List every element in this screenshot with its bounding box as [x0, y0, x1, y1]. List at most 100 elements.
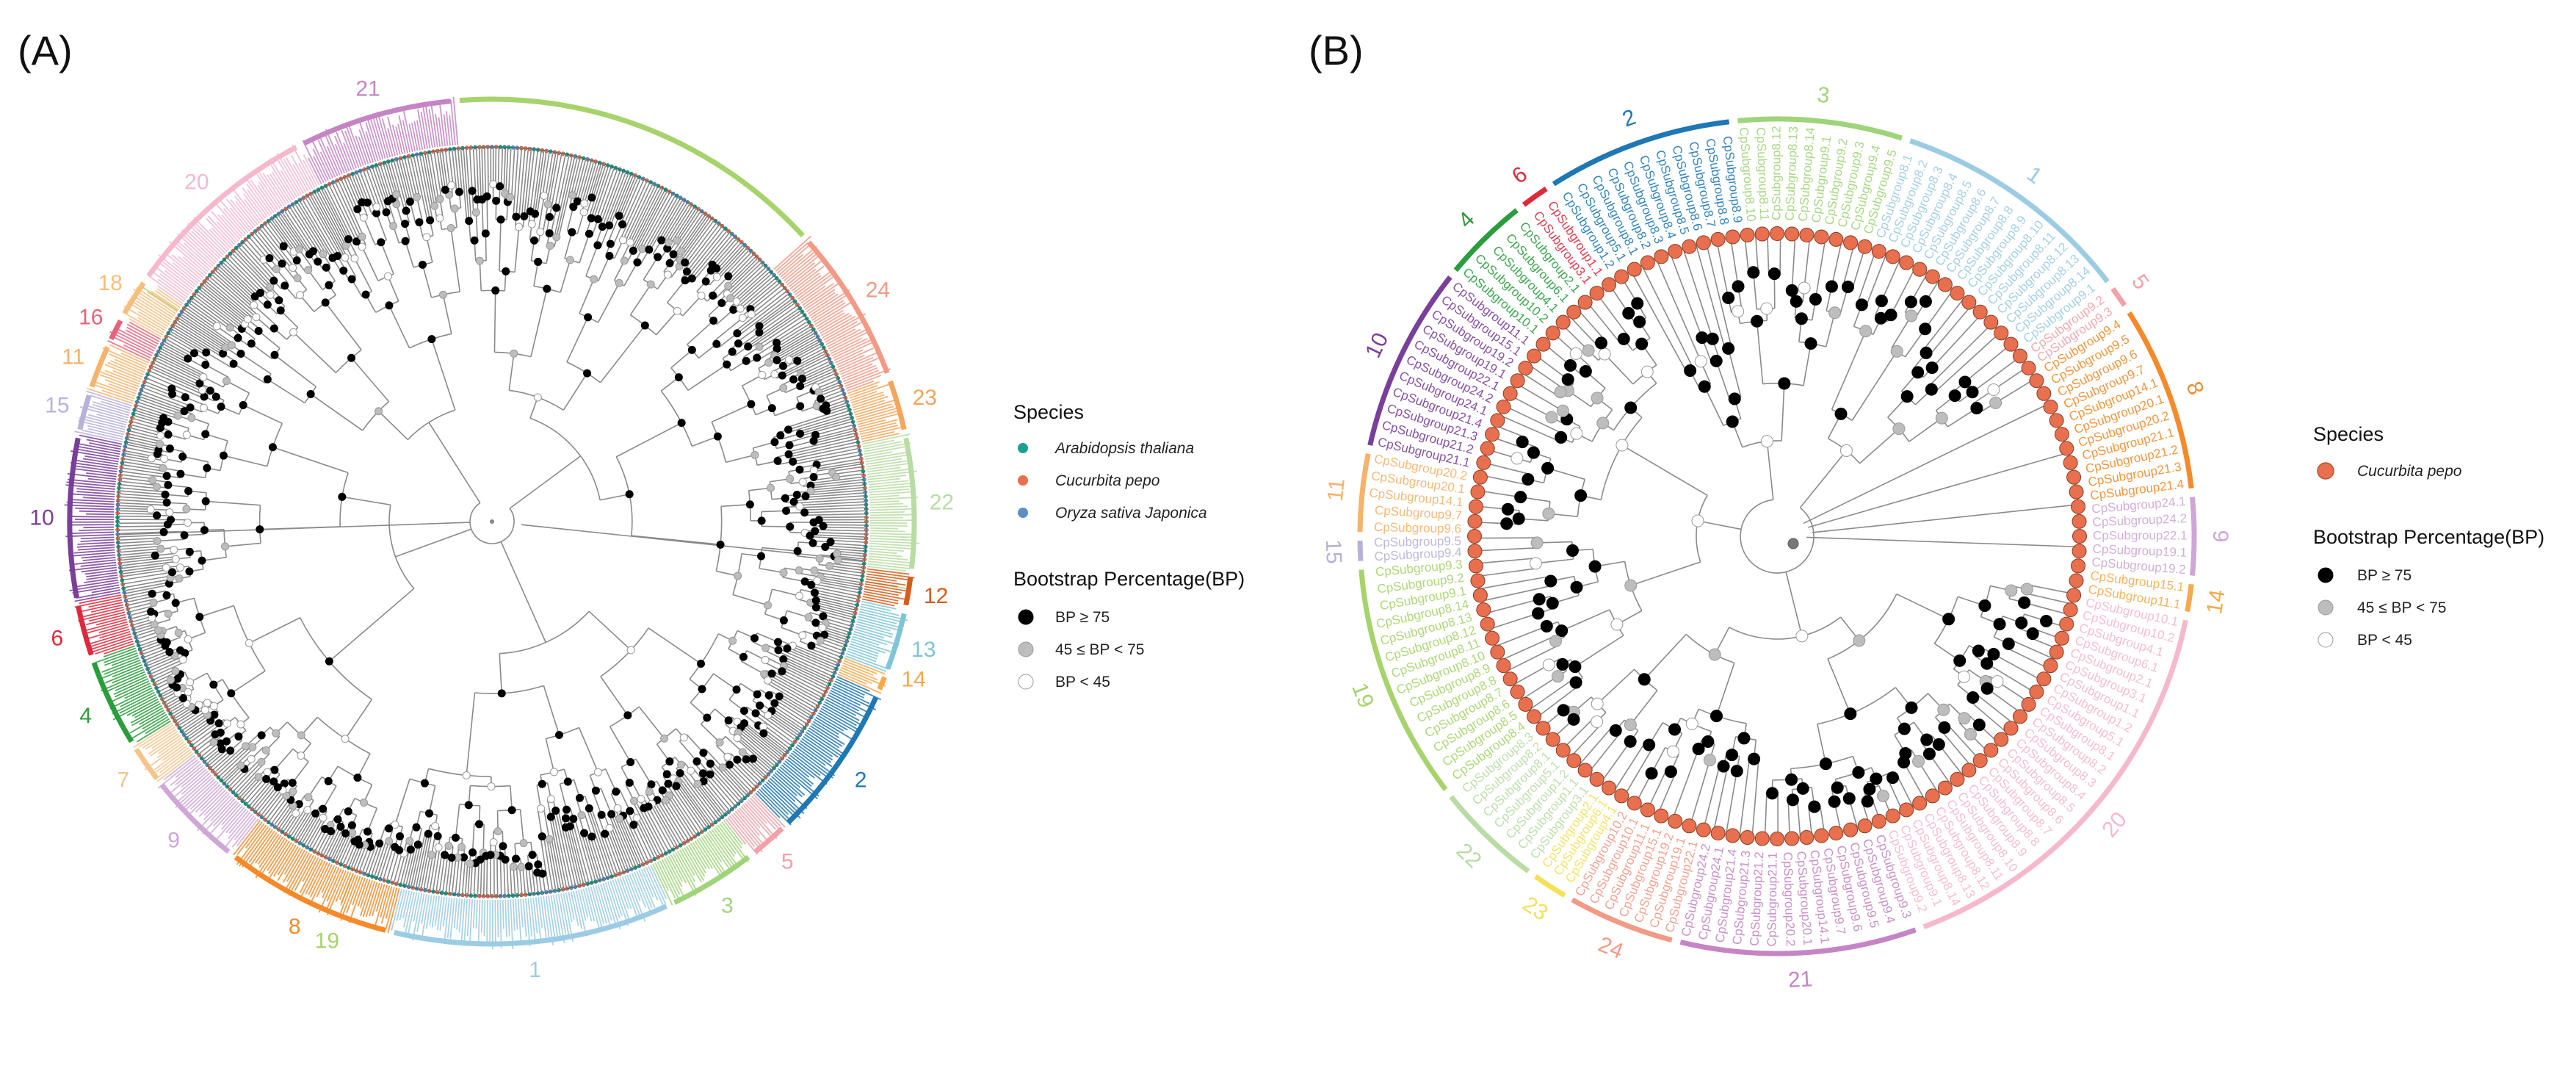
species-legend-title-b: Species — [2313, 423, 2384, 445]
group-number-14: 14 — [901, 668, 925, 692]
group-number-b-22: 22 — [1452, 838, 1486, 873]
group-number-20: 20 — [184, 170, 209, 194]
group-number-b-8: 8 — [2182, 378, 2209, 398]
group-arc-4 — [92, 662, 134, 743]
group-number-b-11: 11 — [1323, 477, 1350, 502]
group-number-b-20: 20 — [2097, 807, 2132, 842]
group-number-b-15: 15 — [1321, 539, 1346, 565]
group-arc-b-21 — [1679, 927, 1917, 956]
group-arc-b-23 — [1533, 874, 1566, 898]
group-number-24: 24 — [866, 278, 890, 302]
leaf-label: CpSubgroup9.6 — [1374, 520, 1461, 536]
group-arc-14 — [877, 676, 887, 691]
group-arc-b-2 — [1552, 119, 1730, 187]
bp-mid-marker — [1018, 641, 1034, 657]
bp-low-marker-b — [2318, 632, 2334, 648]
group-number-b-2: 2 — [1619, 105, 1639, 132]
group-number-11: 11 — [62, 345, 84, 369]
group-number-b-10: 10 — [1361, 329, 1393, 361]
bp-mid-marker-b — [2318, 599, 2334, 616]
bootstrap-legend-title-b: Bootstrap Percentage(BP) — [2313, 526, 2544, 548]
group-arc-8 — [234, 855, 386, 933]
group-arc-b-20 — [1922, 619, 2188, 929]
bp-low-label: BP < 45 — [1055, 674, 1110, 691]
group-arc-24 — [806, 240, 890, 374]
group-number-13: 13 — [911, 638, 936, 662]
group-number-b-6: 6 — [1508, 162, 1532, 189]
group-number-b-4: 4 — [1453, 207, 1479, 233]
species-swatch-arabidopsis — [1018, 443, 1028, 453]
group-number-8: 8 — [289, 915, 301, 939]
group-arc-22 — [903, 437, 917, 569]
panel-b-tip-markers — [1467, 226, 2087, 846]
bp-mid-label-b: 45 ≤ BP < 75 — [2357, 599, 2446, 616]
bp-high-label: BP ≥ 75 — [1055, 609, 1110, 626]
group-number-1: 1 — [529, 958, 541, 982]
leaf-label: CpSubgroup24.2 — [2092, 511, 2187, 529]
group-number-16: 16 — [79, 306, 103, 330]
group-number-5: 5 — [781, 850, 794, 874]
panel-b-bootstrap-nodes — [1500, 266, 2053, 813]
group-number-9: 9 — [167, 828, 180, 852]
group-number-b-3: 3 — [1816, 83, 1831, 109]
bp-high-marker — [1018, 609, 1034, 625]
group-arc-b-3 — [1737, 116, 1903, 141]
species-label-cucurbita: Cucurbita pepo — [1055, 472, 1160, 489]
group-number-b-14: 14 — [2202, 588, 2230, 616]
group-arc-19 — [459, 96, 805, 238]
group-arc-11 — [89, 346, 110, 388]
group-arc-16 — [109, 319, 123, 341]
panel-a-bootstrap-nodes — [146, 180, 842, 878]
panel-b: (B) CpSubgroup8.1CpSubgroup8.2CpSubgroup… — [1309, 27, 2544, 992]
group-number-23: 23 — [913, 386, 937, 410]
panel-a-leaf-labels — [64, 96, 920, 950]
group-arc-b-10 — [1367, 275, 1452, 446]
group-number-b-19: 19 — [1347, 680, 1378, 711]
group-number-15: 15 — [45, 393, 69, 417]
group-arc-b-9 — [2190, 497, 2197, 576]
bp-low-marker — [1018, 674, 1034, 690]
group-arc-b-15 — [1357, 540, 1364, 561]
panel-b-group-arcs — [1357, 116, 2197, 956]
group-number-21: 21 — [355, 77, 380, 101]
group-number-6: 6 — [51, 627, 64, 651]
group-arc-b-1 — [1909, 138, 2110, 284]
group-arc-b-14 — [2185, 583, 2194, 613]
leaf-label: CpSubgroup20.2 — [1781, 851, 1798, 946]
group-arc-b-5 — [2110, 286, 2127, 307]
species-label-arabidopsis: Arabidopsis thaliana — [1054, 440, 1194, 457]
group-number-4: 4 — [79, 704, 92, 728]
panel-a-group-arcs — [67, 96, 917, 947]
group-arc-15 — [77, 394, 92, 430]
group-number-3: 3 — [721, 894, 734, 918]
species-swatch-cucurbita-b — [2317, 462, 2334, 480]
bp-low-label-b: BP < 45 — [2357, 632, 2412, 649]
group-arc-b-19 — [1358, 569, 1448, 792]
bp-mid-label: 45 ≤ BP < 75 — [1055, 641, 1144, 658]
group-number-19: 19 — [315, 929, 339, 953]
species-label-cucurbita-b: Cucurbita pepo — [2357, 463, 2462, 480]
group-arc-b-8 — [2127, 311, 2194, 489]
panel-a-legend: Species Arabidopsis thaliana Cucurbita p… — [1013, 401, 1245, 691]
species-legend-title: Species — [1013, 401, 1084, 423]
panel-b-legend: Species Cucurbita pepo Bootstrap Percent… — [2313, 423, 2544, 649]
group-number-12: 12 — [924, 584, 948, 608]
group-number-18: 18 — [98, 271, 122, 295]
bp-high-label-b: BP ≥ 75 — [2357, 567, 2412, 584]
group-arc-23 — [888, 380, 907, 430]
group-arc-1 — [393, 904, 667, 947]
panel-a-label: (A) — [18, 27, 73, 73]
group-arc-b-4 — [1453, 208, 1519, 273]
group-arc-b-22 — [1449, 795, 1530, 873]
leaf-label: CpSubgroup21.1 — [1765, 852, 1779, 947]
panel-a-tip-markers — [115, 145, 869, 898]
group-number-10: 10 — [29, 506, 54, 530]
species-swatch-cucurbita — [1018, 475, 1028, 486]
group-number-b-23: 23 — [1519, 892, 1552, 926]
group-number-2: 2 — [855, 768, 867, 793]
group-number-b-9: 9 — [2208, 530, 2232, 543]
group-arc-9 — [159, 783, 231, 854]
panel-a: (A) 192423221213142531897461015111618202… — [18, 27, 1245, 982]
group-arc-b-11 — [1357, 453, 1371, 533]
